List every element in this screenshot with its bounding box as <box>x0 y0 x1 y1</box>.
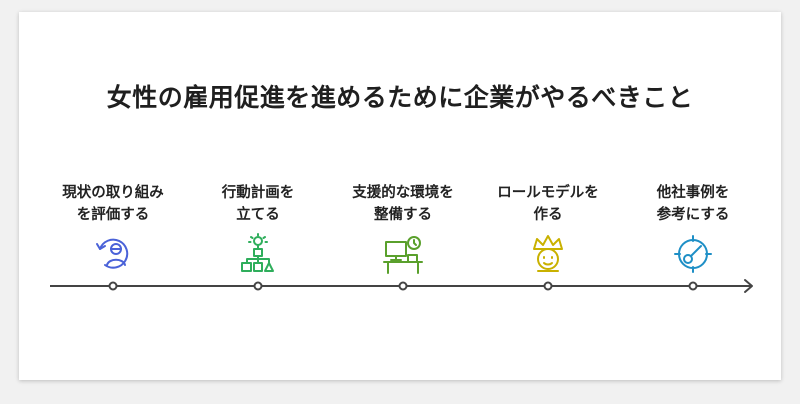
step-5-line1: 他社事例を <box>656 185 730 201</box>
step-1-line2: を評価する <box>76 207 150 223</box>
timeline-marker-4 <box>543 281 553 291</box>
desk-workspace-icon <box>383 236 423 274</box>
step-3-label: 支援的な環境を 整備する <box>328 182 478 226</box>
timeline-marker-1 <box>108 281 118 291</box>
diagram-title: 女性の雇用促進を進めるために企業がやるべきこと <box>106 83 694 112</box>
step-3-line1: 支援的な環境を <box>352 185 454 201</box>
timeline <box>50 279 753 293</box>
step-4-line2: 作る <box>533 207 563 223</box>
step-4-label: ロールモデルを 作る <box>473 182 623 226</box>
step-5-label: 他社事例を 参考にする <box>618 182 768 226</box>
timeline-marker-2 <box>253 281 263 291</box>
plan-flowchart-icon <box>241 233 274 272</box>
step-2-line1: 行動計画を <box>221 185 295 201</box>
timeline-arrow-icon <box>744 279 753 293</box>
diagram-card <box>19 12 781 380</box>
crown-person-icon <box>533 235 563 272</box>
step-1-label: 現状の取り組み を評価する <box>38 182 188 226</box>
step-2-line2: 立てる <box>236 207 280 223</box>
step-5-line2: 参考にする <box>656 207 730 223</box>
target-compass-icon <box>674 235 712 273</box>
review-refresh-icon <box>96 238 129 269</box>
step-1-line1: 現状の取り組み <box>62 185 164 201</box>
timeline-marker-3 <box>398 281 408 291</box>
step-4-line1: ロールモデルを <box>497 185 599 201</box>
step-3-line2: 整備する <box>374 207 432 223</box>
timeline-marker-5 <box>688 281 698 291</box>
step-2-label: 行動計画を 立てる <box>183 182 333 226</box>
